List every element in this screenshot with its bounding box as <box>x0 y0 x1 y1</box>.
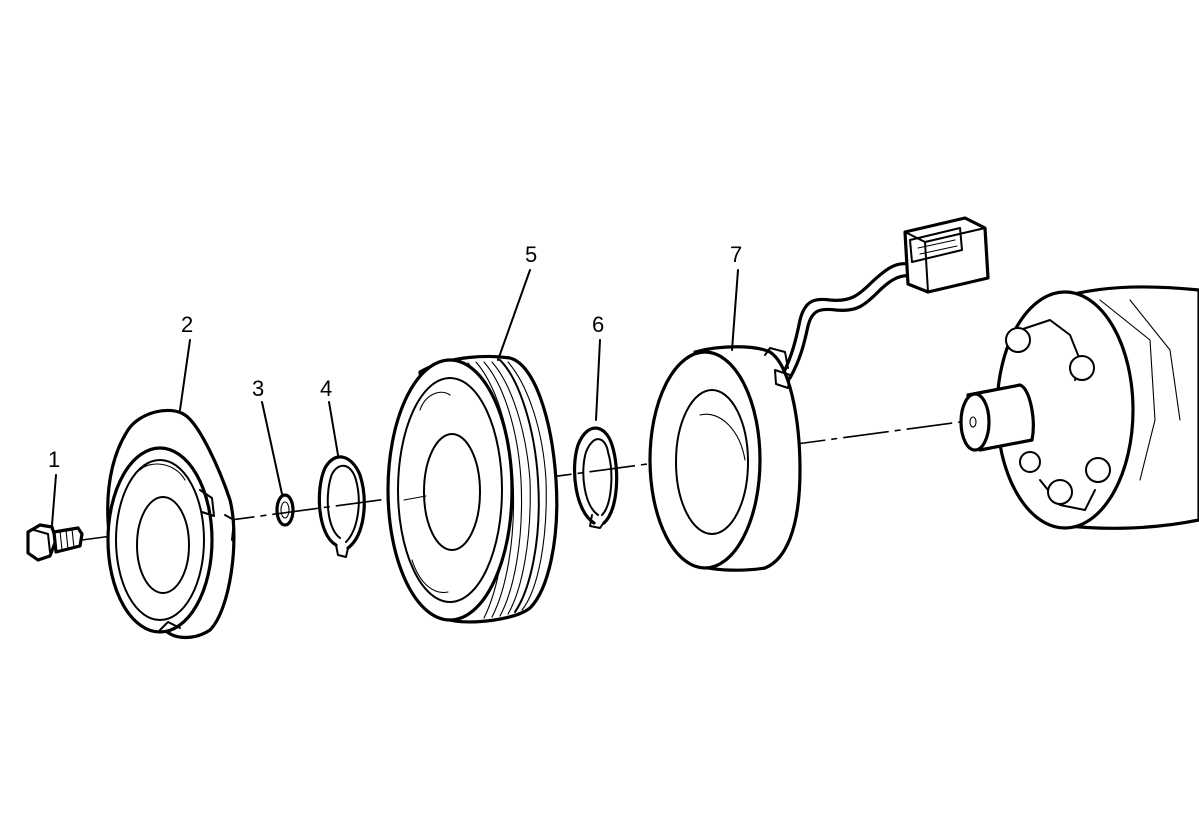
callout-7: 7 <box>730 242 742 267</box>
part-6-retaining-ring <box>572 426 619 529</box>
callout-5: 5 <box>525 242 537 267</box>
callout-3: 3 <box>252 376 264 401</box>
callout-2: 2 <box>181 312 193 337</box>
part-4-snap-ring <box>317 455 366 558</box>
part-5-pulley <box>386 354 559 624</box>
part-1-bolt <box>26 523 84 562</box>
callout-6: 6 <box>592 312 604 337</box>
part-3-washer <box>275 493 295 527</box>
part-2-drive-plate <box>106 408 236 640</box>
compressor-body <box>959 285 1199 530</box>
leader-lines <box>51 269 739 526</box>
part-7-field-coil <box>648 216 990 572</box>
callout-labels: 1 2 3 4 5 6 7 <box>48 242 742 472</box>
callout-4: 4 <box>320 376 332 401</box>
callout-1: 1 <box>48 447 60 472</box>
